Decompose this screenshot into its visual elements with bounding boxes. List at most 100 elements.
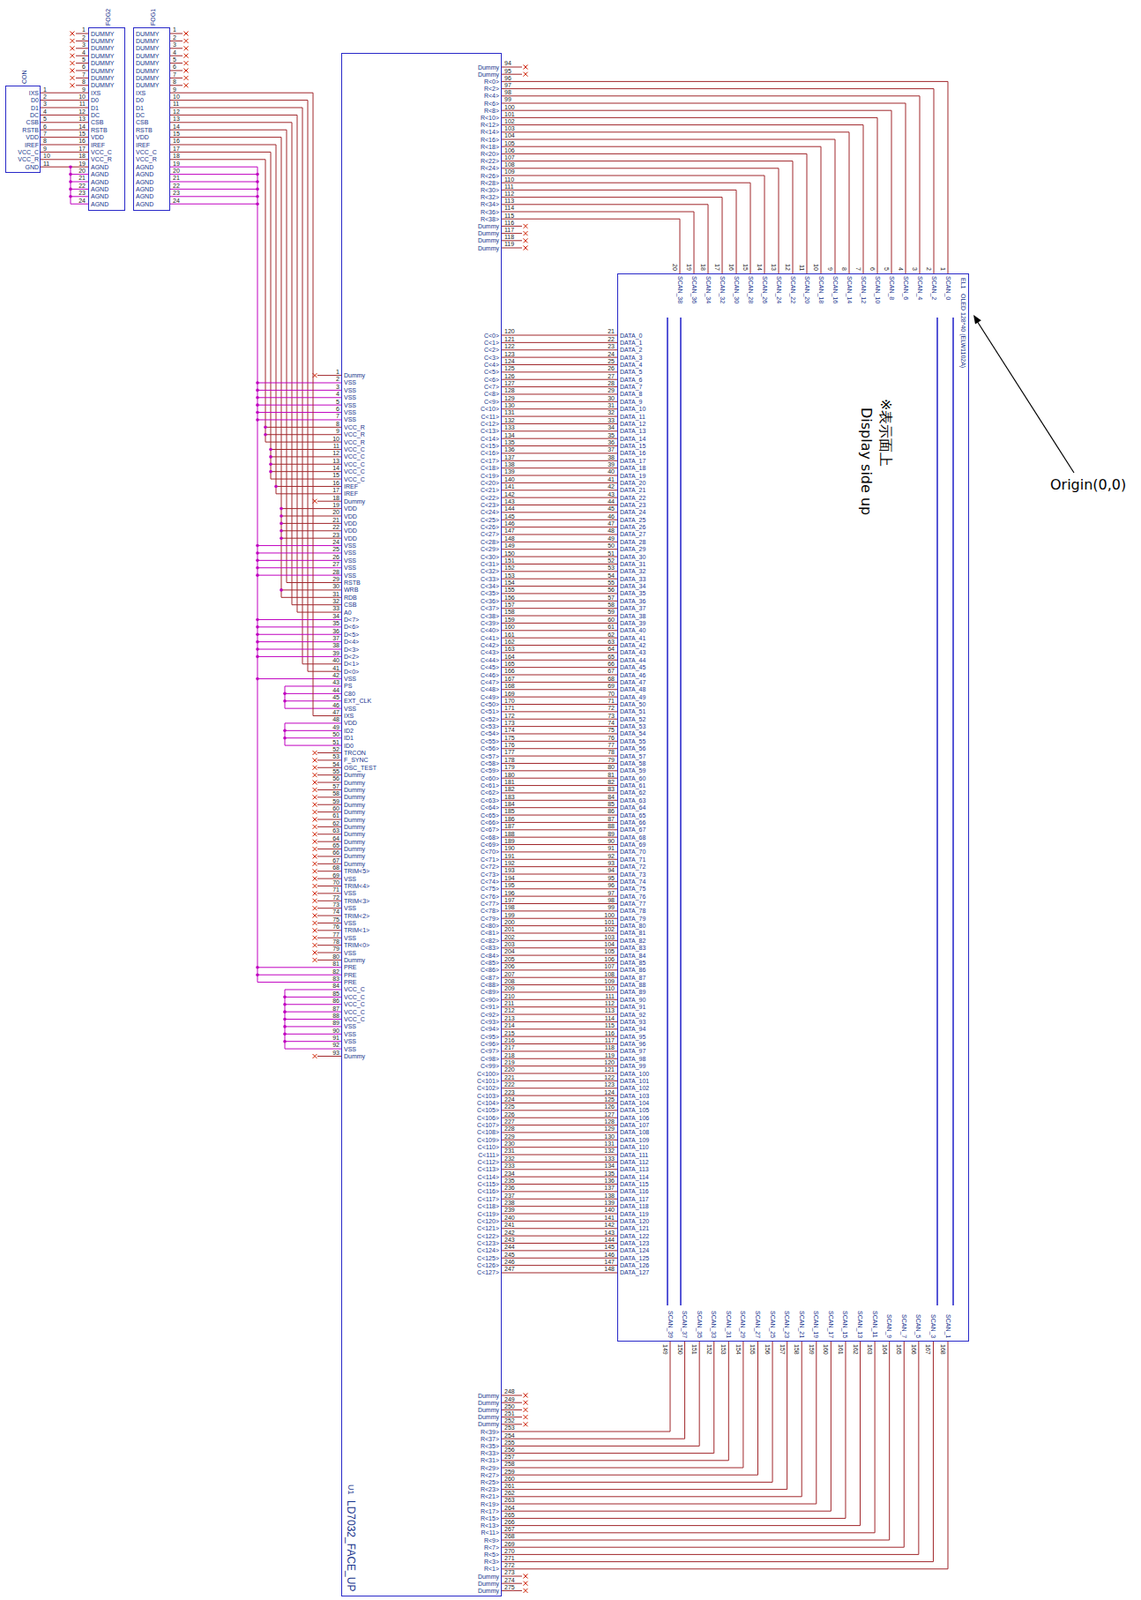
pin-number: 24 bbox=[332, 538, 340, 545]
pin-number: 227 bbox=[504, 1118, 515, 1125]
pin-number: 8 bbox=[335, 420, 340, 427]
pin-name: VDD bbox=[90, 134, 105, 141]
pin-number: 211 bbox=[504, 999, 515, 1007]
pin-number: 199 bbox=[504, 911, 515, 918]
pin-name: PRE bbox=[343, 971, 357, 978]
pin-name: TRIM<2> bbox=[343, 912, 370, 919]
pin-name: C<84> bbox=[480, 952, 500, 959]
pin-number: 120 bbox=[604, 1058, 615, 1066]
pin-number: 162 bbox=[504, 638, 515, 645]
pin-name: R<28> bbox=[480, 179, 500, 187]
pin-number: 71 bbox=[332, 886, 340, 893]
pin-number: 10 bbox=[43, 152, 51, 159]
pin-number: 54 bbox=[607, 572, 615, 579]
pin-number: 102 bbox=[604, 925, 615, 933]
pin-number: 231 bbox=[504, 1147, 515, 1154]
pin-number: 177 bbox=[504, 748, 515, 755]
pin-number: 106 bbox=[604, 955, 615, 963]
wire-connector bbox=[40, 92, 89, 94]
pin-number: 251 bbox=[504, 1409, 515, 1417]
junction-dot bbox=[283, 1002, 287, 1007]
pin-number: 198 bbox=[504, 903, 515, 910]
pin-name: D0 bbox=[135, 96, 144, 104]
pin-name: DUMMY bbox=[90, 59, 114, 67]
pin-number: 152 bbox=[504, 564, 515, 571]
pin-number: 134 bbox=[604, 1162, 615, 1169]
pin-number: 79 bbox=[332, 945, 340, 952]
pin-name: R<1> bbox=[484, 1565, 500, 1572]
pin-number: 7 bbox=[82, 71, 86, 78]
pin-name: SCAN_16 bbox=[832, 275, 839, 304]
pin-number: 29 bbox=[332, 575, 340, 582]
pin-name: VCC_R bbox=[135, 156, 157, 163]
pin-number: 6 bbox=[869, 267, 876, 271]
pin-name: C<96> bbox=[480, 1040, 500, 1047]
pin-number: 138 bbox=[504, 461, 515, 468]
pin-number: 210 bbox=[504, 992, 515, 1000]
pin-name: C<10> bbox=[480, 405, 500, 412]
pin-name: C<69> bbox=[480, 841, 500, 848]
pin-name: D<5> bbox=[343, 631, 359, 638]
pin-name: SCAN_29 bbox=[739, 1310, 746, 1338]
pin-name: DATA_44 bbox=[619, 656, 646, 664]
pin-name: C<59> bbox=[480, 767, 500, 774]
pin-number: 10 bbox=[172, 93, 180, 100]
pin-number: 2 bbox=[82, 34, 86, 41]
pin-name: DATA_15 bbox=[619, 442, 646, 449]
pin-name: R<19> bbox=[480, 1500, 500, 1507]
pin-number: 202 bbox=[504, 933, 515, 940]
pin-number: 118 bbox=[504, 233, 515, 240]
pin-name: DATA_123 bbox=[619, 1239, 649, 1246]
pin-name: DUMMY bbox=[135, 74, 159, 82]
pin-name: VDD bbox=[343, 520, 358, 527]
pin-name: DATA_95 bbox=[619, 1033, 646, 1040]
pin-name: DATA_35 bbox=[619, 589, 646, 597]
pin-name: DUMMY bbox=[90, 67, 114, 75]
pin-number: 93 bbox=[607, 859, 615, 866]
pin-name: C<93> bbox=[480, 1018, 500, 1025]
junction-dot bbox=[283, 1017, 287, 1022]
pin-name: VDD bbox=[135, 134, 150, 141]
pin-number: 56 bbox=[607, 586, 615, 593]
pin-name: Dummy bbox=[343, 845, 366, 852]
pin-name: C<5> bbox=[484, 368, 500, 375]
pin-number: 200 bbox=[504, 918, 515, 925]
pin-number: 35 bbox=[607, 432, 615, 439]
pin-name: DATA_71 bbox=[619, 856, 646, 863]
pin-number: 45 bbox=[607, 505, 615, 512]
pin-number: 121 bbox=[504, 335, 515, 343]
pin-number: 53 bbox=[607, 564, 615, 571]
pin-name: DATA_29 bbox=[619, 545, 646, 552]
pin-number: 17 bbox=[714, 263, 721, 271]
pin-number: 127 bbox=[604, 1111, 615, 1118]
pin-number: 160 bbox=[822, 1343, 829, 1355]
pin-number: 178 bbox=[504, 756, 515, 763]
pin-name: R<35> bbox=[480, 1442, 500, 1449]
pin-name: R<16> bbox=[480, 136, 500, 143]
pin-number: 5 bbox=[82, 56, 86, 63]
pin-name: DATA_49 bbox=[619, 693, 646, 701]
pin-number: 15 bbox=[78, 130, 86, 137]
pin-number: 8 bbox=[841, 267, 848, 271]
pin-name: C<62> bbox=[480, 789, 500, 796]
pin-number: 70 bbox=[332, 879, 340, 886]
pin-number: 90 bbox=[607, 837, 615, 844]
pin-name: R<18> bbox=[480, 143, 500, 150]
junction-dot bbox=[279, 536, 284, 540]
pin-number: 57 bbox=[607, 594, 615, 601]
pin-number: 95 bbox=[607, 874, 615, 881]
pin-name: VSS bbox=[343, 387, 357, 394]
pin-name: Dummy bbox=[477, 1420, 500, 1427]
pin-number: 205 bbox=[504, 955, 515, 963]
ground-bus bbox=[70, 166, 342, 1049]
pin-name: C<115> bbox=[477, 1180, 500, 1187]
pin-name: C<87> bbox=[480, 974, 500, 981]
panel-line bbox=[679, 317, 682, 1306]
pin-number: 73 bbox=[332, 901, 340, 908]
pin-number: 189 bbox=[504, 837, 515, 844]
pin-name: C<49> bbox=[480, 693, 500, 701]
pin-number: 36 bbox=[332, 627, 340, 634]
pin-name: C<123> bbox=[477, 1239, 500, 1246]
pin-number: 124 bbox=[504, 357, 515, 365]
